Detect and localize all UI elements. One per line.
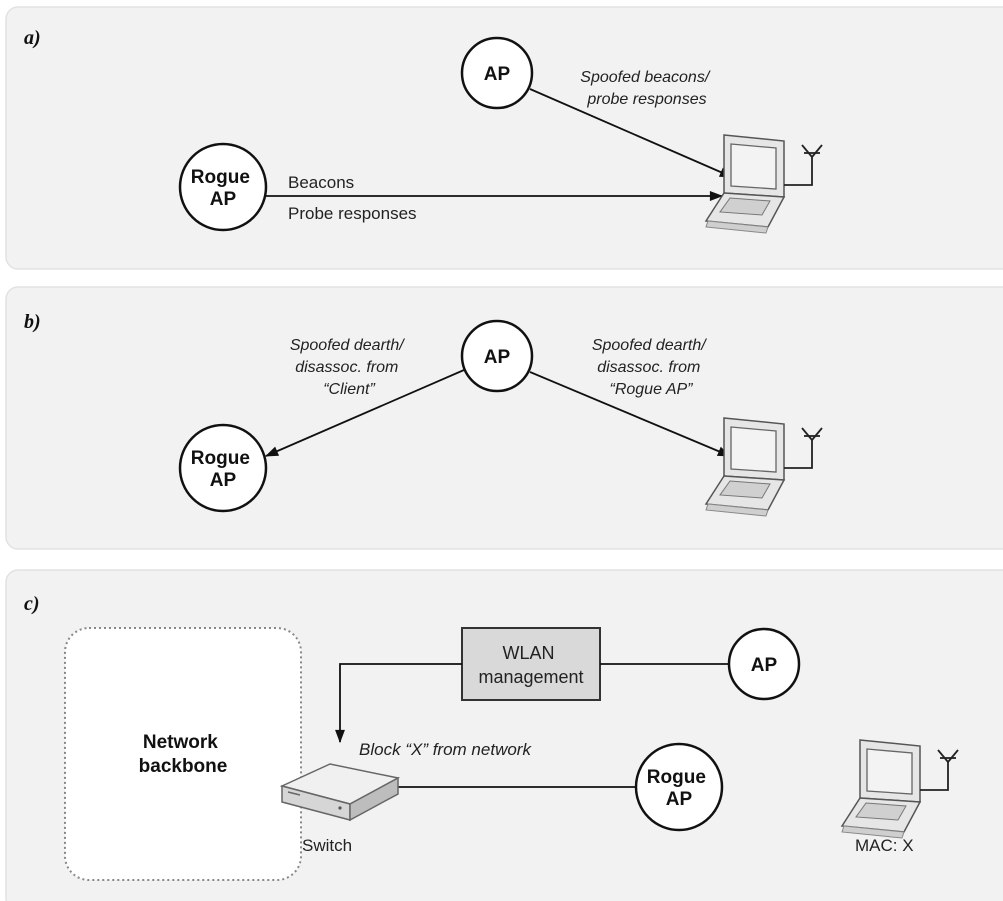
panel-b-label: b)	[24, 311, 41, 333]
switch-label: Switch	[302, 836, 352, 855]
panel-b-rogue-ap-label: Rogue AP	[191, 448, 255, 491]
panel-b: b) AP Spoofed dearth/ disassoc. from “Cl…	[5, 286, 1003, 550]
wlan-to-switch-arrow	[335, 663, 462, 744]
switch-icon	[279, 763, 401, 822]
network-backbone-box	[64, 627, 302, 881]
panel-b-ap-to-rogue-arrow	[264, 369, 465, 457]
panel-c-rogue-ap-label: Rogue AP	[647, 767, 711, 810]
panel-a-spoofed-note: Spoofed beacons/ probe responses	[580, 69, 713, 108]
panel-b-note-right: Spoofed dearth/ disassoc. from “Rogue AP…	[592, 337, 710, 398]
mac-x-laptop	[841, 739, 959, 839]
panel-b-ap-node: AP	[460, 319, 534, 393]
panel-b-note-left: Spoofed dearth/ disassoc. from “Client”	[290, 337, 408, 398]
network-backbone-label: Network backbone	[139, 732, 228, 777]
antenna-icon	[784, 144, 823, 186]
panel-a-ap-to-client-arrow	[529, 88, 734, 178]
panel-b-ap-to-client-arrow	[529, 371, 732, 457]
antenna-icon	[920, 749, 959, 791]
panel-b-client-laptop	[705, 417, 823, 517]
panel-a-ap-node: AP	[460, 36, 534, 110]
block-x-label: Block “X” from network	[359, 740, 532, 759]
panel-c: c) Network backbone WLAN management Bloc…	[5, 569, 1003, 901]
panel-a-beacons-label: Beacons	[288, 173, 354, 192]
panel-c-ap-node: AP	[727, 627, 801, 701]
panel-b-ap-label: AP	[484, 347, 511, 368]
mac-x-label: MAC: X	[855, 836, 914, 855]
panel-a: a) AP Spoofed beacons/ probe responses R…	[5, 6, 1003, 270]
panel-c-ap-label: AP	[751, 655, 778, 676]
panel-b-rogue-ap-node: Rogue AP	[178, 423, 268, 513]
panel-a-label: a)	[24, 27, 41, 49]
panel-a-client-laptop	[705, 134, 823, 234]
panel-a-ap-label: AP	[484, 64, 511, 85]
wlan-management-box: WLAN management	[461, 627, 601, 701]
panel-c-rogue-ap-node: Rogue AP	[634, 742, 724, 832]
panel-c-label: c)	[24, 593, 40, 615]
panel-a-rogue-ap-node: Rogue AP	[178, 142, 268, 232]
antenna-icon	[784, 427, 823, 469]
wlan-management-label: WLAN management	[478, 643, 583, 687]
panel-a-probe-responses-label: Probe responses	[288, 204, 417, 223]
panel-a-rogue-ap-label: Rogue AP	[191, 167, 255, 210]
